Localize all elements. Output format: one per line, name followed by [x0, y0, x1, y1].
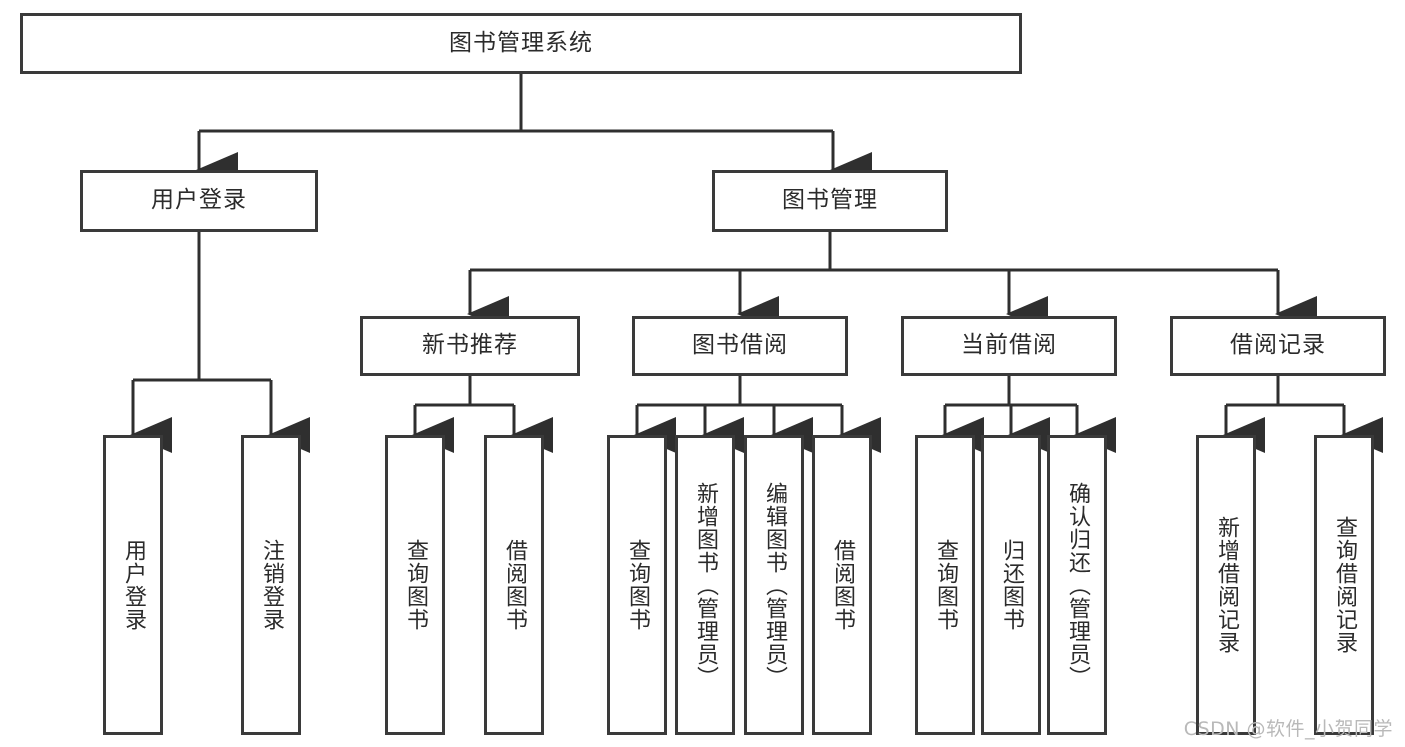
leaf-return-books[interactable]: 归还图书: [981, 435, 1041, 735]
leaf-query-books-borrow[interactable]: 查询图书: [607, 435, 667, 735]
node-label: 借阅图书: [501, 539, 527, 631]
node-label: 图书管理系统: [449, 29, 593, 56]
node-label: 借阅图书: [829, 539, 855, 631]
node-label: 当前借阅: [961, 332, 1057, 359]
edges-userlogin-to-leaves: [130, 232, 310, 453]
leaf-add-book-admin[interactable]: 新增图书（管理员）: [675, 435, 735, 735]
leaf-query-books-recommend[interactable]: 查询图书: [385, 435, 445, 735]
node-label: 归还图书: [998, 539, 1024, 631]
node-label: 确认归还（管理员）: [1064, 481, 1090, 689]
edges-root-to-level2: [196, 74, 872, 188]
node-label: 图书管理: [782, 187, 878, 214]
node-current-borrowing[interactable]: 当前借阅: [901, 316, 1117, 376]
leaf-confirm-return-admin[interactable]: 确认归还（管理员）: [1047, 435, 1107, 735]
node-label: 查询图书: [402, 539, 428, 631]
node-label: 查询借阅记录: [1331, 516, 1357, 654]
leaf-borrow-books-recommend[interactable]: 借阅图书: [484, 435, 544, 735]
node-label: 新增图书（管理员）: [692, 481, 718, 689]
leaf-user-login[interactable]: 用户登录: [103, 435, 163, 735]
edges-newbook-to-leaves: [412, 376, 553, 453]
node-new-book-recommendation[interactable]: 新书推荐: [360, 316, 580, 376]
leaf-query-books-current[interactable]: 查询图书: [915, 435, 975, 735]
node-label: 新书推荐: [422, 332, 518, 359]
node-label: 编辑图书（管理员）: [761, 481, 787, 689]
node-root-book-management-system[interactable]: 图书管理系统: [20, 13, 1022, 74]
node-label: 图书借阅: [692, 332, 788, 359]
node-book-management[interactable]: 图书管理: [712, 170, 948, 232]
watermark: CSDN @软件_小贺同学: [1183, 718, 1393, 740]
leaf-borrow-books[interactable]: 借阅图书: [812, 435, 872, 735]
node-label: 借阅记录: [1230, 332, 1326, 359]
edges-bookborrow-to-leaves: [634, 376, 881, 453]
node-label: 查询图书: [932, 539, 958, 631]
leaf-edit-book-admin[interactable]: 编辑图书（管理员）: [744, 435, 804, 735]
leaf-logout-login[interactable]: 注销登录: [241, 435, 301, 735]
node-label: 新增借阅记录: [1213, 516, 1239, 654]
node-borrowing-record[interactable]: 借阅记录: [1170, 316, 1386, 376]
node-label: 查询图书: [624, 539, 650, 631]
node-label: 用户登录: [120, 539, 146, 631]
node-user-login[interactable]: 用户登录: [80, 170, 318, 232]
node-label: 用户登录: [151, 187, 247, 214]
node-label: 注销登录: [258, 539, 284, 631]
leaf-query-borrow-record[interactable]: 查询借阅记录: [1314, 435, 1374, 735]
edges-booksmgmt-to-level3: [467, 232, 1317, 332]
node-book-borrowing[interactable]: 图书借阅: [632, 316, 848, 376]
edges-currentborrow-to-leaves: [942, 376, 1116, 453]
edges-borrowrecord-to-leaves: [1223, 376, 1383, 453]
leaf-add-borrow-record[interactable]: 新增借阅记录: [1196, 435, 1256, 735]
